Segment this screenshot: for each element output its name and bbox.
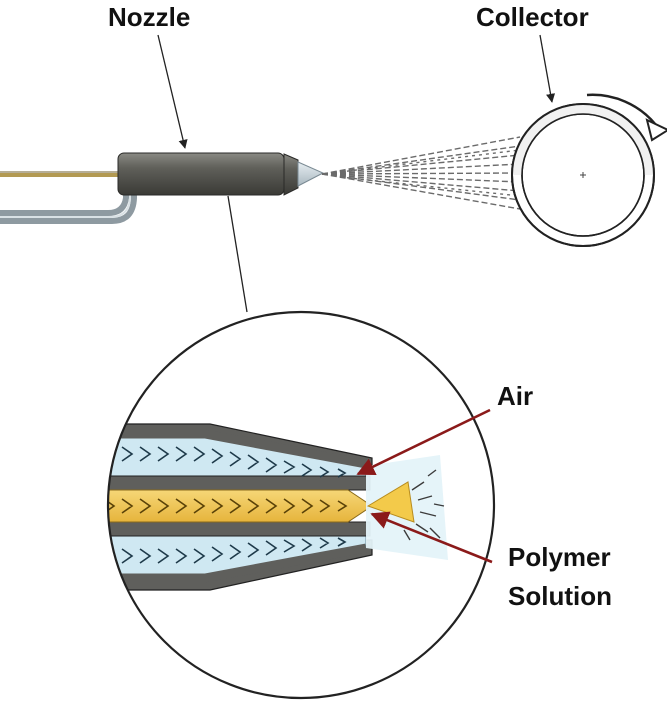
air-arrow-icon <box>356 408 491 476</box>
collector-label: Collector <box>476 2 589 32</box>
rotation-arrow-icon <box>586 93 667 142</box>
collector-leader-line <box>539 34 556 103</box>
polymer-solution-label-line2: Solution <box>508 581 612 611</box>
nozzle-label: Nozzle <box>108 2 190 32</box>
nozzle-tip <box>297 161 325 187</box>
air-label: Air <box>497 381 533 411</box>
fiber-stream <box>321 136 521 210</box>
inner-wall-bottom <box>108 521 371 537</box>
zoom-cross-section <box>106 310 496 700</box>
feed-line-air <box>0 186 129 216</box>
polymer-channel <box>108 489 373 523</box>
nozzle-body <box>117 152 285 196</box>
polymer-exit-jet <box>366 481 415 523</box>
zoom-leader-line <box>227 195 248 313</box>
polymer-arrow-icon <box>370 511 493 564</box>
nozzle-assembly <box>0 152 325 224</box>
polymer-solution-label-line1: Polymer <box>508 542 611 572</box>
nozzle-leader-line <box>157 34 188 149</box>
inner-wall-top <box>108 475 371 491</box>
zoom-circle-outline <box>106 310 496 700</box>
polymer-flow-chevrons <box>108 498 348 514</box>
fiber-strands <box>403 469 445 541</box>
collector-drum <box>511 103 655 247</box>
